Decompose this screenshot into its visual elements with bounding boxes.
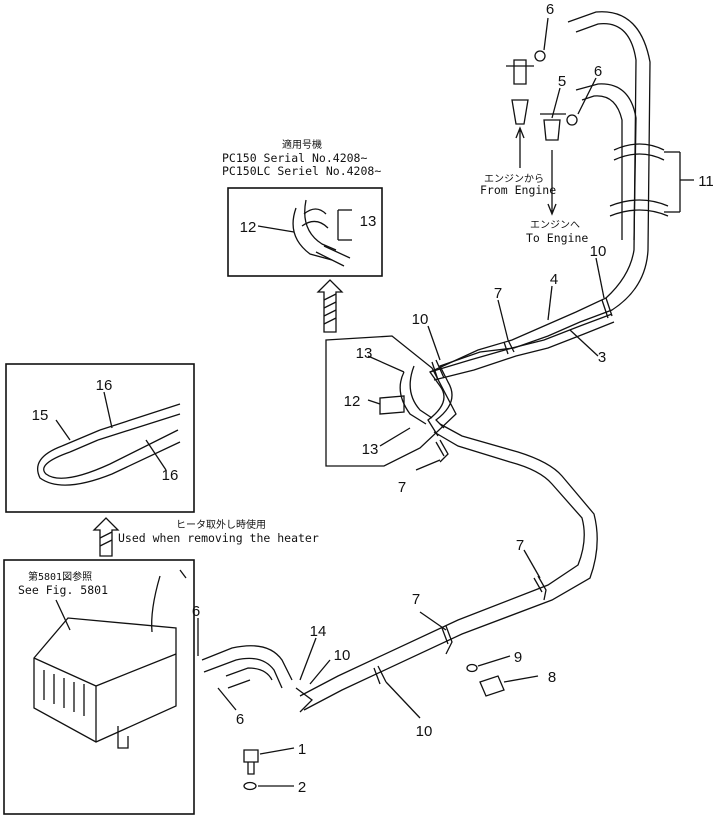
part-label: 7 xyxy=(412,591,420,608)
leader-lines xyxy=(55,17,694,787)
annotation-notes: エンジンから From Engine エンジンへ To Engine 適用号機 … xyxy=(18,138,588,597)
part-label: 10 xyxy=(590,243,607,260)
serial-line-1: PC150 Serial No.4208~ xyxy=(222,151,367,165)
part-label: 7 xyxy=(398,479,406,496)
serial-inset-drawing xyxy=(292,199,351,267)
part-label: 8 xyxy=(548,669,556,686)
part-label: 10 xyxy=(334,647,351,664)
part-label: 10 xyxy=(416,723,433,740)
from-engine-jp: エンジンから xyxy=(484,173,544,185)
part-number-labels: 6 6 5 11 10 4 7 3 10 13 12 13 7 7 7 9 8 … xyxy=(32,1,714,796)
part-label: 13 xyxy=(356,345,373,362)
part-label: 6 xyxy=(192,603,200,620)
from-engine-en: From Engine xyxy=(480,183,556,197)
up-arrow-serial xyxy=(316,279,344,333)
part-label: 13 xyxy=(360,213,377,230)
elbow-inset-outline xyxy=(325,335,457,467)
see-fig-jp: 第5801図参照 xyxy=(28,570,92,583)
removal-inset-drawing xyxy=(36,403,181,486)
up-arrow-removal xyxy=(92,517,120,557)
part-label: 14 xyxy=(310,623,327,640)
part-label: 1 xyxy=(298,741,306,758)
removal-note-jp: ヒータ取外し時使用 xyxy=(176,518,266,531)
part-label: 13 xyxy=(362,441,379,458)
part-label: 11 xyxy=(698,173,714,190)
part-label: 12 xyxy=(240,219,257,236)
part-label: 3 xyxy=(598,349,606,366)
part-label: 10 xyxy=(412,311,429,328)
part-label: 12 xyxy=(344,393,361,410)
part-label: 6 xyxy=(236,711,244,728)
part-label: 6 xyxy=(594,63,602,80)
main-hose-run xyxy=(201,11,669,791)
part-label: 5 xyxy=(558,73,566,90)
to-engine-en: To Engine xyxy=(526,231,588,245)
see-fig-en: See Fig. 5801 xyxy=(18,583,108,597)
part-label: 9 xyxy=(514,649,522,666)
part-label: 7 xyxy=(494,285,502,302)
removal-note-en: Used when removing the heater xyxy=(118,531,319,545)
part-label: 7 xyxy=(516,537,524,554)
part-label: 15 xyxy=(32,407,49,424)
heater-unit-box xyxy=(3,559,195,815)
heater-unit-drawing xyxy=(33,569,187,749)
to-engine-jp: エンジンへ xyxy=(530,220,580,231)
serial-title-jp: 適用号機 xyxy=(282,138,322,151)
elbow-inset-drawing xyxy=(379,365,433,425)
part-label: 4 xyxy=(550,271,558,288)
part-label: 2 xyxy=(298,779,306,796)
part-label: 16 xyxy=(96,377,113,394)
part-label: 16 xyxy=(162,467,179,484)
serial-line-2: PC150LC Seriel No.4208~ xyxy=(222,164,381,178)
part-label: 6 xyxy=(546,1,554,18)
